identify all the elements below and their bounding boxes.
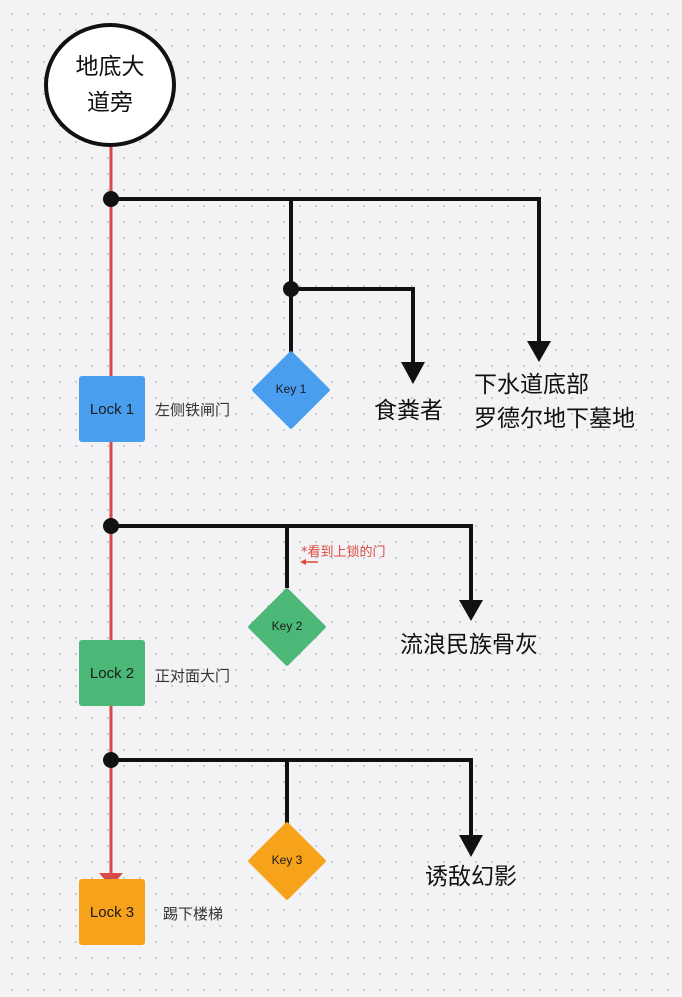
branch-1 bbox=[111, 197, 541, 365]
junction-dot-3 bbox=[103, 752, 119, 768]
destination-phantom: 诱敌幻影 bbox=[425, 864, 517, 890]
destination-sewer-line2: 罗德尔地下墓地 bbox=[474, 406, 635, 432]
lock-2-caption: 正对面大门 bbox=[155, 667, 231, 685]
junction-dot-1 bbox=[103, 191, 119, 207]
start-node-line2: 道旁 bbox=[87, 90, 133, 116]
start-node: 地底大 道旁 bbox=[44, 23, 176, 147]
arrowhead-phantom bbox=[459, 835, 483, 857]
lock-1: Lock 1 bbox=[79, 376, 145, 442]
arrowhead-sewer bbox=[527, 341, 551, 362]
key-2-label: Key 2 bbox=[271, 619, 303, 633]
lock-3-label: Lock 3 bbox=[89, 903, 135, 921]
branch-3 bbox=[111, 758, 473, 835]
arrowhead-ashes bbox=[459, 600, 483, 621]
lock-2: Lock 2 bbox=[79, 640, 145, 706]
locked-door-note: *看到上锁的门 bbox=[301, 545, 386, 560]
junction-dot-2 bbox=[103, 518, 119, 534]
destination-sewer: 下水道底部 罗德尔地下墓地 bbox=[474, 368, 635, 436]
branch-2 bbox=[111, 524, 473, 601]
lock-1-caption: 左侧铁闸门 bbox=[155, 401, 231, 419]
destination-sewer-line1: 下水道底部 bbox=[474, 372, 589, 398]
note-arrowhead bbox=[300, 559, 306, 565]
arrowhead-ghoul bbox=[401, 362, 425, 384]
junction-dot-1b bbox=[283, 281, 299, 297]
lock-2-label: Lock 2 bbox=[89, 664, 135, 682]
lock-3-caption: 踢下楼梯 bbox=[163, 905, 224, 923]
destination-ghoul: 食粪者 bbox=[374, 398, 443, 424]
key-1-label: Key 1 bbox=[275, 382, 307, 396]
key-3-label: Key 3 bbox=[271, 853, 303, 867]
start-node-line1: 地底大 bbox=[75, 54, 145, 80]
destination-ashes: 流浪民族骨灰 bbox=[400, 632, 538, 658]
lock-1-label: Lock 1 bbox=[89, 400, 135, 418]
lock-3: Lock 3 bbox=[79, 879, 145, 945]
